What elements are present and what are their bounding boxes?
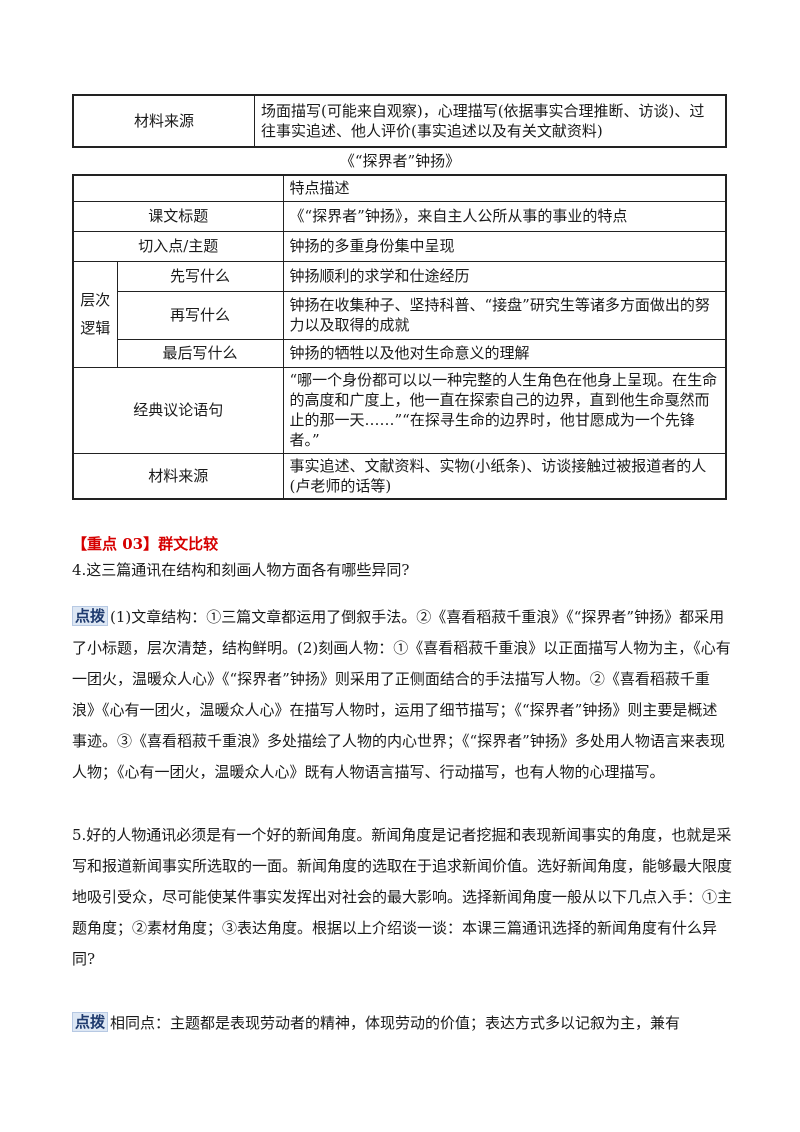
- table-cell-text: 钟扬的牺牲以及他对生命意义的理解: [282, 338, 727, 368]
- answer-5-text: 相同点：主题都是表现劳动者的精神，体现劳动的价值；表达方式多以记叙为主，兼有: [110, 1014, 681, 1032]
- table-cell-text: 钟扬在收集种子、坚持科普、“接盘”研究生等诸多方面做出的努力以及取得的成就: [282, 290, 727, 340]
- table-header-row: 特点描述: [72, 174, 727, 202]
- table-cell-text: 事实追述、文献资料、实物(小纸条)、访谈接触过被报道者的人(卢老师的话等): [282, 452, 727, 500]
- table-row: 材料来源 事实追述、文献资料、实物(小纸条)、访谈接触过被报道者的人(卢老师的话…: [72, 452, 727, 500]
- table-cell-text: “哪一个身份都可以以一种完整的人生角色在他身上呈现。在生命的高度和广度上，他一直…: [282, 366, 727, 454]
- table-row: 课文标题 《“探界者”钟扬》，来自主人公所从事的事业的特点: [72, 200, 727, 232]
- table-cell-label: 再写什么: [116, 290, 284, 340]
- table-row: 最后写什么 钟扬的牺牲以及他对生命意义的理解: [73, 338, 727, 368]
- table-row: 经典议论语句 “哪一个身份都可以以一种完整的人生角色在他身上呈现。在生命的高度和…: [72, 366, 727, 454]
- table-row: 切入点/主题 钟扬的多重身份集中呈现: [72, 230, 727, 262]
- table-caption: 《“探界者”钟扬》: [339, 152, 461, 170]
- table-cell-label: 切入点/主题: [72, 230, 284, 262]
- table-cell-label: 材料来源: [72, 452, 284, 500]
- section-title: 群文比较: [158, 535, 219, 553]
- table-row: 再写什么 钟扬在收集种子、坚持科普、“接盘”研究生等诸多方面做出的努力以及取得的…: [73, 290, 727, 340]
- section-tag: 【重点 03】: [72, 535, 159, 553]
- material-source-table: 材料来源 场面描写(可能来自观察)，心理描写(依据事实合理推断、访谈)、过往事实…: [72, 94, 727, 148]
- table-cell-text: 《“探界者”钟扬》，来自主人公所从事的事业的特点: [282, 200, 727, 232]
- hint-badge-icon: 点拨: [72, 1012, 109, 1032]
- answer-4-text: (1)文章结构：①三篇文章都运用了倒叙手法。②《喜看稻菽千重浪》《“探界者”钟扬…: [72, 608, 731, 781]
- table-cell-label: 经典议论语句: [72, 366, 284, 454]
- question-4: 4.这三篇通讯在结构和刻画人物方面各有哪些异同?: [72, 561, 410, 579]
- table-cell-label: 课文标题: [72, 200, 284, 232]
- table-cell-text: 钟扬的多重身份集中呈现: [282, 230, 727, 262]
- analysis-table: 特点描述 课文标题 《“探界者”钟扬》，来自主人公所从事的事业的特点 切入点/主…: [72, 174, 727, 500]
- table-cell-empty: [72, 174, 284, 202]
- table-cell-label: 先写什么: [116, 260, 284, 292]
- table-cell-label: 材料来源: [72, 94, 255, 148]
- table-cell-text: 钟扬顺利的求学和仕途经历: [282, 260, 727, 292]
- table-cell-text: 场面描写(可能来自观察)，心理描写(依据事实合理推断、访谈)、过往事实追述、他人…: [254, 94, 727, 148]
- question-5: 5.好的人物通讯必须是有一个好的新闻角度。新闻角度是记者挖掘和表现新闻事实的角度…: [72, 826, 733, 968]
- table-row: 层次逻辑 先写什么 钟扬顺利的求学和仕途经历: [72, 260, 727, 368]
- section-heading: 【重点 03】群文比较: [72, 533, 218, 554]
- table-cell-label: 最后写什么: [116, 338, 284, 368]
- group-label-cell: 层次逻辑: [72, 260, 118, 368]
- table-header-cell: 特点描述: [282, 174, 727, 202]
- answer-5: 点拨相同点：主题都是表现劳动者的精神，体现劳动的价值；表达方式多以记叙为主，兼有: [72, 1008, 732, 1039]
- answer-4: 点拨(1)文章结构：①三篇文章都运用了倒叙手法。②《喜看稻菽千重浪》《“探界者”…: [72, 602, 732, 788]
- table-row: 材料来源 场面描写(可能来自观察)，心理描写(依据事实合理推断、访谈)、过往事实…: [72, 94, 727, 148]
- hint-badge-icon: 点拨: [72, 606, 109, 626]
